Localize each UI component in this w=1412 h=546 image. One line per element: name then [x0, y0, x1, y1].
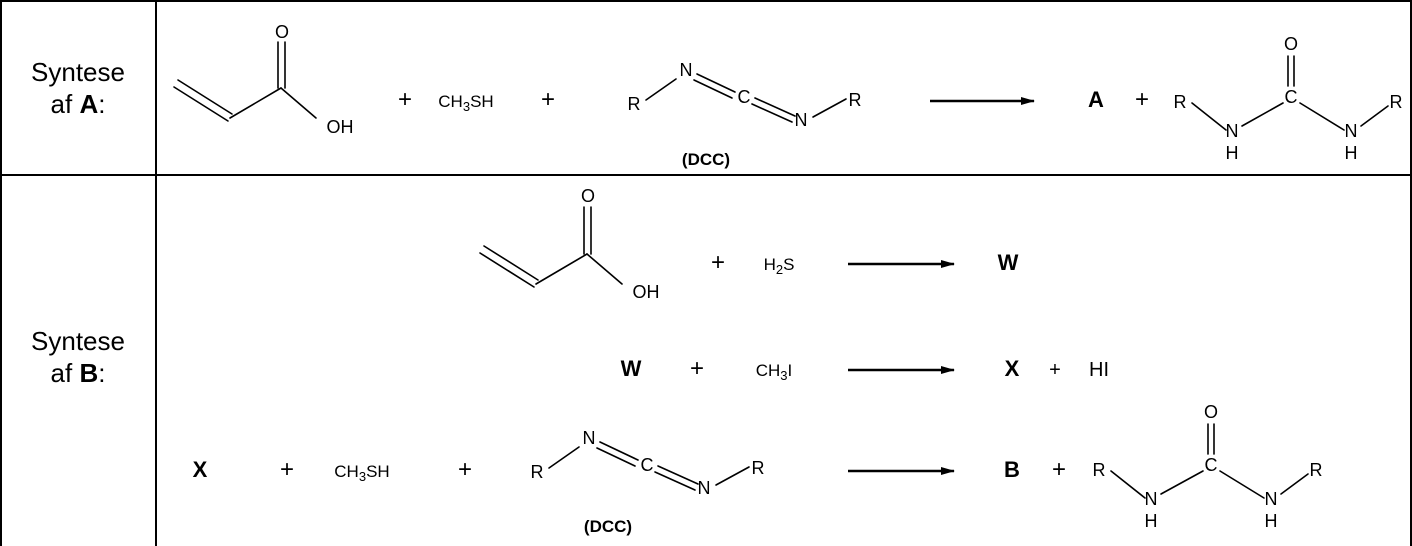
- atom-h: H: [1345, 143, 1358, 163]
- reagent-ch3sh: CH3SH: [438, 92, 493, 114]
- plus-sign: +: [1049, 359, 1061, 381]
- label-word: af: [50, 358, 73, 388]
- dcc-label: (DCC): [584, 517, 632, 536]
- label-word: Syntese: [31, 326, 125, 356]
- urea-molecule-b: R N H C O N H R: [1093, 402, 1323, 531]
- reagent-h2s: H2S: [764, 255, 795, 277]
- label-colon: :: [98, 358, 106, 388]
- atom-r: R: [1093, 460, 1106, 480]
- atom-r: R: [628, 94, 641, 114]
- product-a: A: [1088, 87, 1104, 112]
- acrylic-acid-molecule: O OH: [479, 186, 660, 302]
- atom-o: O: [1284, 34, 1298, 54]
- plus-sign: +: [1135, 86, 1149, 113]
- atom-r: R: [849, 90, 862, 110]
- reagent-ch3sh: CH3SH: [334, 462, 389, 484]
- row-label-a: Syntese af A:: [0, 56, 156, 120]
- atom-oh: OH: [633, 282, 660, 302]
- atom-n: N: [1145, 489, 1158, 509]
- atom-n: N: [1226, 121, 1239, 141]
- atom-n: N: [1345, 121, 1358, 141]
- plus-sign: +: [280, 456, 294, 483]
- atom-r: R: [1310, 460, 1323, 480]
- label-letter: A: [79, 89, 99, 119]
- plus-sign: +: [458, 456, 472, 483]
- product-hi: HI: [1089, 359, 1109, 381]
- dcc-molecule-a: R N C N R (DCC): [628, 60, 862, 169]
- product-b: B: [1004, 457, 1020, 482]
- atom-h: H: [1265, 511, 1278, 531]
- atom-c: C: [641, 455, 654, 475]
- reactant-w: W: [621, 356, 642, 381]
- atom-o: O: [1204, 402, 1218, 422]
- acrylic-acid-molecule: O OH: [173, 22, 354, 137]
- dcc-label: (DCC): [682, 150, 730, 169]
- atom-r: R: [531, 462, 544, 482]
- label-word: Syntese: [31, 57, 125, 87]
- plus-sign: +: [541, 86, 555, 113]
- atom-c: C: [1205, 455, 1218, 475]
- atom-r: R: [752, 458, 765, 478]
- atom-n: N: [680, 60, 693, 80]
- atom-n: N: [795, 110, 808, 130]
- reactant-x: X: [193, 457, 208, 482]
- product-x: X: [1005, 356, 1020, 381]
- atom-n: N: [698, 478, 711, 498]
- row-label-b: Syntese af B:: [0, 325, 156, 389]
- label-letter: B: [79, 358, 99, 388]
- dcc-molecule-b: R N C N R (DCC): [531, 428, 765, 536]
- plus-sign: +: [690, 355, 704, 382]
- atom-r: R: [1174, 92, 1187, 112]
- atom-oh: OH: [327, 117, 354, 137]
- reagent-ch3i: CH3I: [756, 361, 793, 383]
- atom-c: C: [1285, 87, 1298, 107]
- plus-sign: +: [711, 249, 725, 276]
- label-colon: :: [98, 89, 106, 119]
- atom-h: H: [1226, 143, 1239, 163]
- atom-n: N: [583, 428, 596, 448]
- atom-n: N: [1265, 489, 1278, 509]
- plus-sign: +: [1052, 456, 1066, 483]
- atom-o: O: [275, 22, 289, 42]
- atom-o: O: [581, 186, 595, 206]
- urea-molecule-a: R N H C O N H R: [1174, 34, 1403, 163]
- plus-sign: +: [398, 86, 412, 113]
- atom-r: R: [1390, 92, 1403, 112]
- label-word: af: [50, 89, 73, 119]
- row-a-border: [0, 0, 1412, 176]
- atom-h: H: [1145, 511, 1158, 531]
- product-w: W: [998, 250, 1019, 275]
- atom-c: C: [738, 87, 751, 107]
